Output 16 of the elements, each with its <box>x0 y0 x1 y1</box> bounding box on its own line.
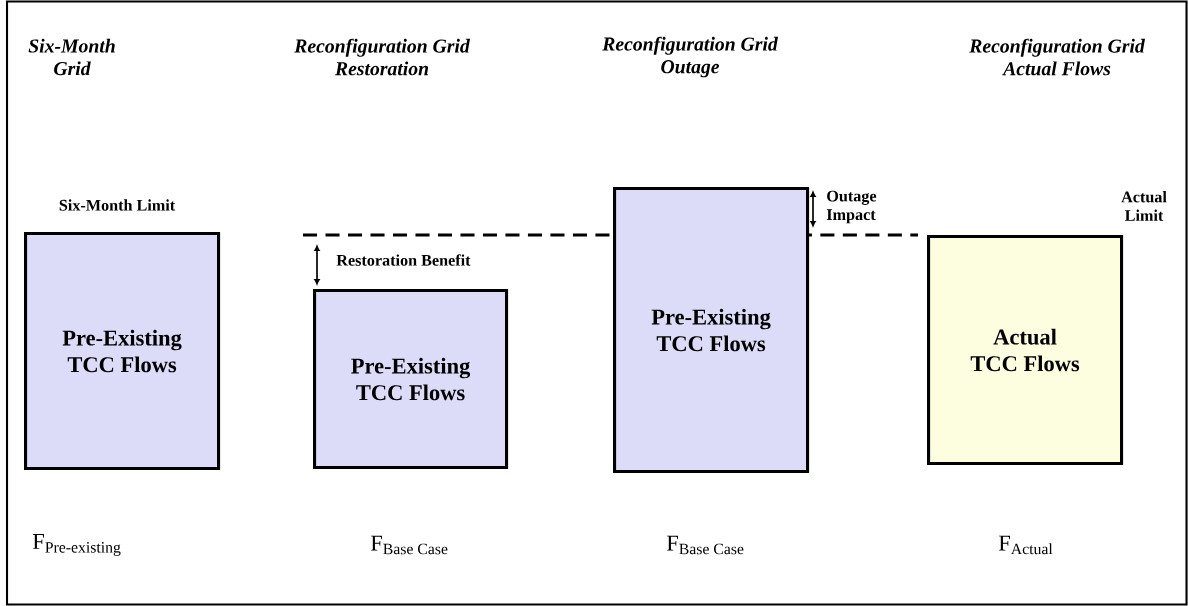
benefit-label: Restoration Benefit <box>336 254 471 266</box>
flow-box: Pre-Existing TCC Flows <box>313 289 509 470</box>
column-heading: Reconfiguration Grid Restoration <box>294 38 470 76</box>
impact-label: Outage Impact <box>826 190 877 224</box>
flow-formula: $\mathrm{F}_{\text{Base Case}}$ <box>370 535 448 555</box>
limit-label: Actual Limit <box>1121 191 1167 221</box>
column-heading: Reconfiguration Grid Actual Flows <box>969 38 1145 76</box>
limit-label: Six-Month Limit <box>59 199 176 211</box>
column-heading: Six-Month Grid <box>28 38 115 76</box>
flow-box: Pre-Existing TCC Flows <box>24 232 221 471</box>
flow-box: Actual TCC Flows <box>927 235 1124 466</box>
flow-formula: $\mathrm{F}_{\text{Pre-existing}}$ <box>32 534 121 556</box>
flow-formula: $\mathrm{F}_{\text{Actual}}$ <box>998 535 1053 555</box>
flow-formula: $\mathrm{F}_{\text{Base Case}}$ <box>666 535 744 555</box>
column-heading: Reconfiguration Grid Outage <box>602 36 778 78</box>
flow-box: Pre-Existing TCC Flows <box>613 187 810 474</box>
